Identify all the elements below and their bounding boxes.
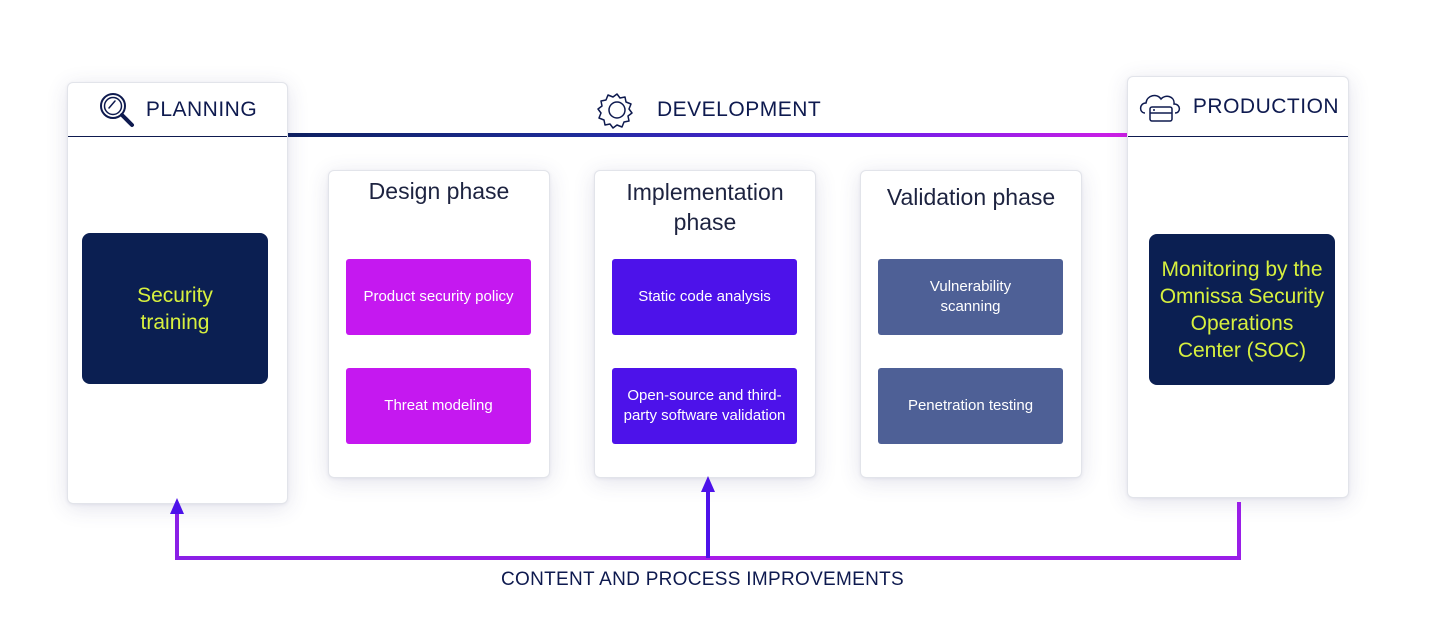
product-security-policy-box: Product security policy [346, 259, 531, 335]
validation-phase-title: Validation phase [886, 184, 1056, 210]
design-phase-card: Design phase Product security policy Thr… [328, 170, 550, 478]
soc-monitoring-box: Monitoring by the Omnissa Security Opera… [1149, 234, 1335, 385]
implementation-phase-title: Implementation phase [626, 179, 784, 235]
implementation-phase-card: Implementation phase Static code analysi… [594, 170, 816, 478]
development-label: DEVELOPMENT [657, 98, 822, 121]
arrowhead-planning [170, 498, 184, 514]
production-label: PRODUCTION [1192, 94, 1340, 118]
security-training-box: Security training [82, 233, 268, 384]
production-header: PRODUCTION [1128, 77, 1348, 137]
static-code-analysis-box: Static code analysis [612, 259, 797, 335]
planning-column: PLANNING Security training [67, 82, 288, 504]
design-phase-title: Design phase [368, 178, 510, 204]
magnifier-icon [98, 91, 136, 129]
gear-icon [597, 90, 637, 130]
open-source-validation-box: Open-source and third-party software val… [612, 368, 797, 444]
security-training-label: Security training [137, 283, 213, 334]
penetration-testing-box: Penetration testing [878, 368, 1063, 444]
validation-phase-card: Validation phase Vulnerability scanning … [860, 170, 1082, 478]
vulnerability-scanning-box: Vulnerability scanning [878, 259, 1063, 335]
feedback-label: CONTENT AND PROCESS IMPROVEMENTS [500, 569, 905, 590]
production-column: PRODUCTION Monitoring by the Omnissa Sec… [1127, 76, 1349, 498]
arrowhead-implementation [701, 476, 715, 492]
planning-header: PLANNING [68, 83, 287, 137]
soc-monitoring-label: Monitoring by the Omnissa Security Opera… [1159, 257, 1325, 362]
cloud-server-icon [1137, 87, 1183, 127]
development-header: DEVELOPMENT [597, 90, 821, 130]
threat-modeling-box: Threat modeling [346, 368, 531, 444]
planning-label: PLANNING [145, 97, 258, 121]
